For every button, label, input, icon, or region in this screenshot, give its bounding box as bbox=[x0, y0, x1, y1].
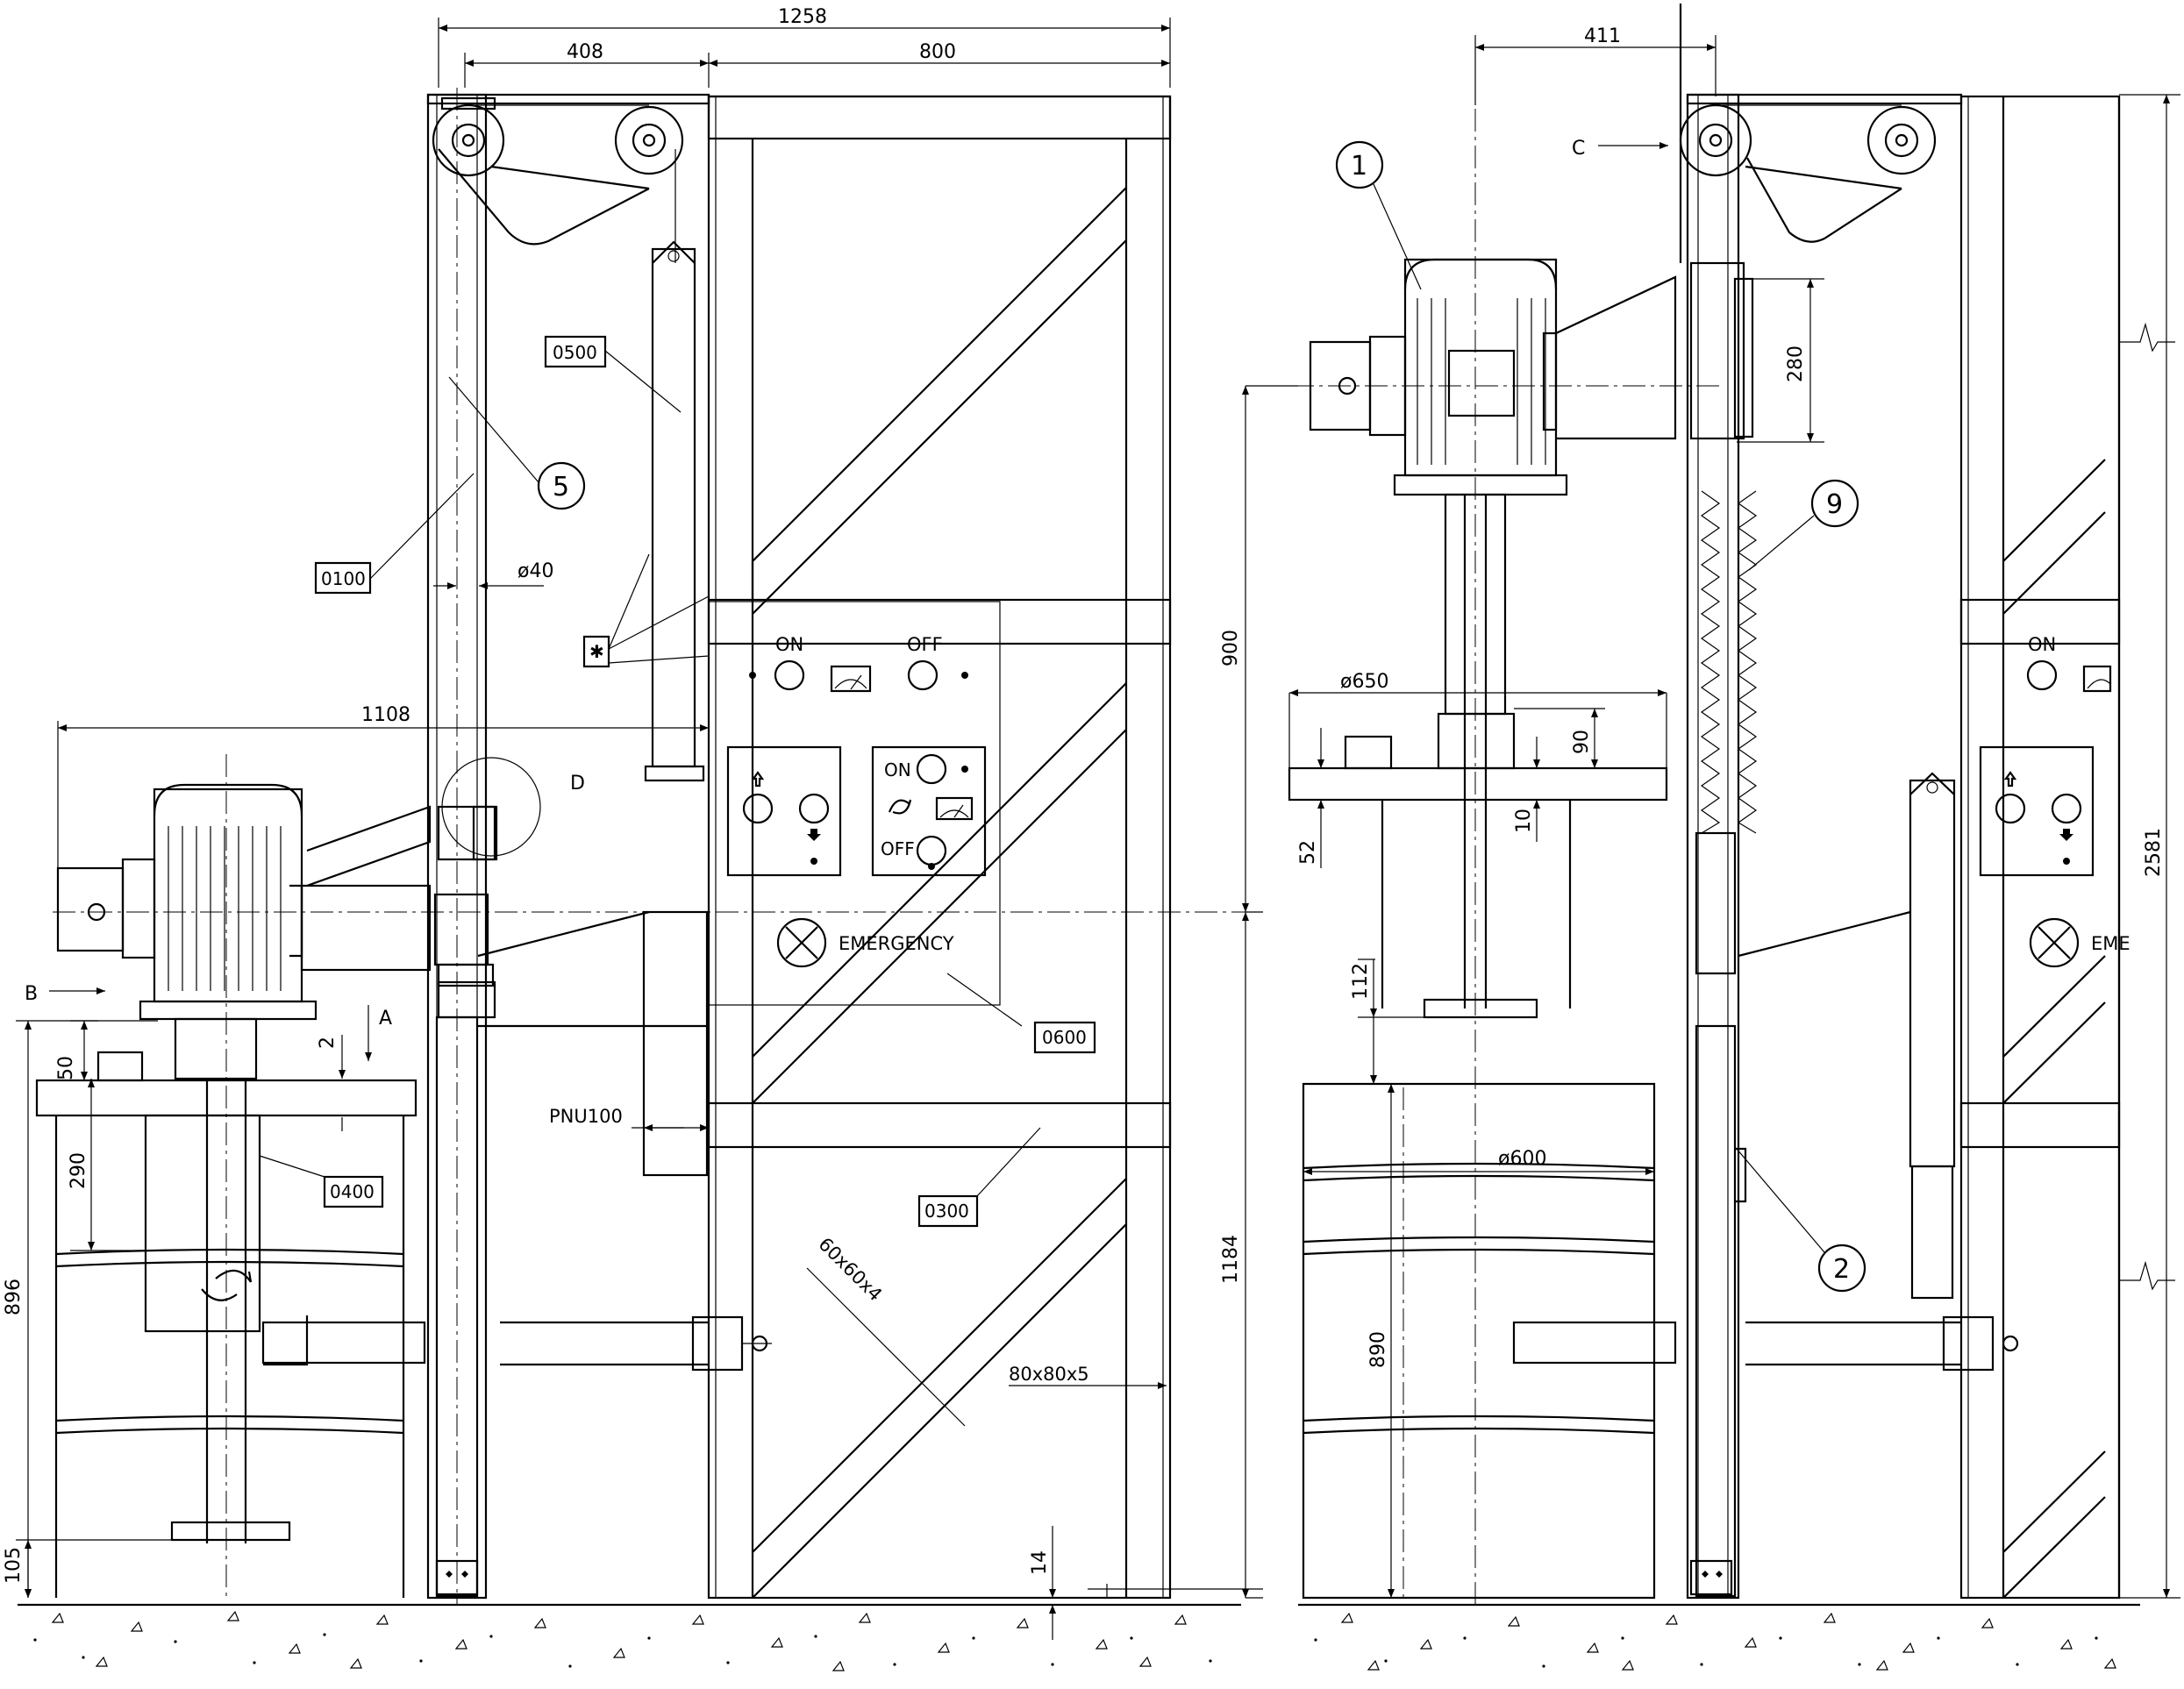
panel-on-label: ON bbox=[775, 634, 803, 655]
dim-112: 112 bbox=[1350, 963, 1372, 1000]
dim-1258: 1258 bbox=[778, 6, 827, 28]
view-b-letter: B bbox=[25, 983, 38, 1005]
label-80x80x5: 80x80x5 bbox=[1009, 1364, 1089, 1385]
main-frame bbox=[707, 95, 1172, 1600]
dim-408: 408 bbox=[567, 41, 603, 63]
balloon-2: 2 bbox=[1833, 1254, 1850, 1285]
dim-105: 105 bbox=[3, 1547, 25, 1584]
emergency-label: EMERGENCY bbox=[839, 933, 954, 954]
balloon-5: 5 bbox=[553, 472, 569, 502]
panel-off-label: OFF bbox=[907, 634, 943, 655]
left-profile-labels: PNU100 60x60x4 80x80x5 bbox=[549, 1106, 1167, 1427]
dim-d40: ø40 bbox=[517, 560, 553, 582]
dim-90: 90 bbox=[1571, 730, 1593, 754]
left-drum bbox=[35, 754, 426, 1598]
emergency-stop-icon bbox=[776, 917, 827, 968]
view-c-letter: C bbox=[1572, 138, 1585, 160]
tag-0400: 0400 bbox=[330, 1181, 375, 1202]
dim-290: 290 bbox=[68, 1152, 89, 1189]
lower-carriage bbox=[437, 910, 709, 1177]
carriage-head bbox=[433, 757, 541, 987]
dim-900: 900 bbox=[1220, 630, 1242, 666]
left-dimensions: 1258 408 800 ø40 1108 896 50 290 2 bbox=[3, 6, 1298, 1640]
ground bbox=[18, 1603, 2140, 1671]
dim-52: 52 bbox=[1297, 840, 1319, 865]
right-view: ON EME bbox=[1254, 4, 2180, 1605]
pulley-assembly bbox=[432, 96, 684, 263]
speed-gauge-icon bbox=[935, 796, 974, 821]
dim-2581: 2581 bbox=[2143, 828, 2165, 877]
detail-d-circle bbox=[441, 757, 541, 857]
dim-1108: 1108 bbox=[361, 704, 410, 726]
side-drum bbox=[1302, 1082, 2019, 1600]
control-panel: ON OFF ON OFF EMERGENCY bbox=[708, 601, 1023, 1027]
dim-50: 50 bbox=[55, 1056, 77, 1080]
dim-d650: ø650 bbox=[1340, 671, 1388, 693]
label-pnu100: PNU100 bbox=[549, 1106, 623, 1127]
mast bbox=[426, 88, 710, 1605]
balloon-9: 9 bbox=[1826, 489, 1843, 520]
dim-896: 896 bbox=[3, 1279, 25, 1315]
left-balloons: 5 bbox=[448, 376, 586, 510]
mixer-button-box bbox=[871, 745, 987, 877]
dim-d600: ø600 bbox=[1498, 1148, 1546, 1170]
tag-0100: 0100 bbox=[321, 568, 366, 589]
left-motor bbox=[53, 783, 1263, 1080]
right-balloons: 1 9 2 bbox=[1335, 140, 1866, 1293]
side-mast bbox=[1686, 93, 1963, 1600]
dim-280: 280 bbox=[1785, 346, 1807, 382]
dim-890: 890 bbox=[1367, 1331, 1389, 1368]
right-view-markers: C bbox=[1572, 4, 1682, 263]
tag-0500: 0500 bbox=[553, 342, 597, 363]
view-a-letter: A bbox=[379, 1008, 392, 1030]
bellows bbox=[1689, 261, 1758, 975]
view-d-letter: D bbox=[570, 773, 585, 795]
mixer-on-label: ON bbox=[884, 759, 911, 780]
side-on-label: ON bbox=[2028, 634, 2056, 655]
tag-0600: 0600 bbox=[1042, 1027, 1087, 1048]
dim-411: 411 bbox=[1584, 25, 1621, 47]
side-counterweight bbox=[1738, 772, 1956, 1300]
tag-0300: 0300 bbox=[924, 1201, 969, 1222]
left-view: ON OFF ON OFF EMERGENCY bbox=[3, 6, 1298, 1640]
dim-10: 10 bbox=[1513, 809, 1535, 833]
balloon-1: 1 bbox=[1351, 151, 1367, 182]
counterweight bbox=[644, 240, 705, 782]
rotation-icon bbox=[888, 799, 912, 815]
side-panel: ON EME bbox=[1979, 634, 2130, 968]
lift-button-box bbox=[726, 745, 842, 877]
right-dimensions: 411 ø650 90 10 52 112 ø600 890 bbox=[1288, 25, 2180, 1599]
side-emergency-label: EME bbox=[2091, 933, 2130, 954]
dim-1184: 1184 bbox=[1220, 1235, 1242, 1284]
side-frame bbox=[1959, 95, 2175, 1600]
cross-tube bbox=[500, 1315, 772, 1372]
side-motor bbox=[1254, 35, 1719, 1605]
side-shaft bbox=[1288, 493, 1668, 1019]
dim-2: 2 bbox=[317, 1037, 339, 1049]
down-arrow-icon bbox=[807, 829, 821, 841]
label-60x60x4: 60x60x4 bbox=[814, 1234, 886, 1306]
left-view-markers: B A D bbox=[25, 773, 585, 1061]
left-part-tags: 0100 0500 ✱ 0600 0400 0300 bbox=[259, 335, 1096, 1228]
up-arrow-icon bbox=[751, 771, 765, 787]
side-pulleys bbox=[1679, 103, 1937, 243]
gauge-icon bbox=[830, 665, 872, 693]
dim-800: 800 bbox=[919, 41, 956, 63]
tag-star: ✱ bbox=[589, 641, 604, 662]
dim-14: 14 bbox=[1029, 1550, 1051, 1575]
mixer-off-label: OFF bbox=[881, 838, 915, 859]
